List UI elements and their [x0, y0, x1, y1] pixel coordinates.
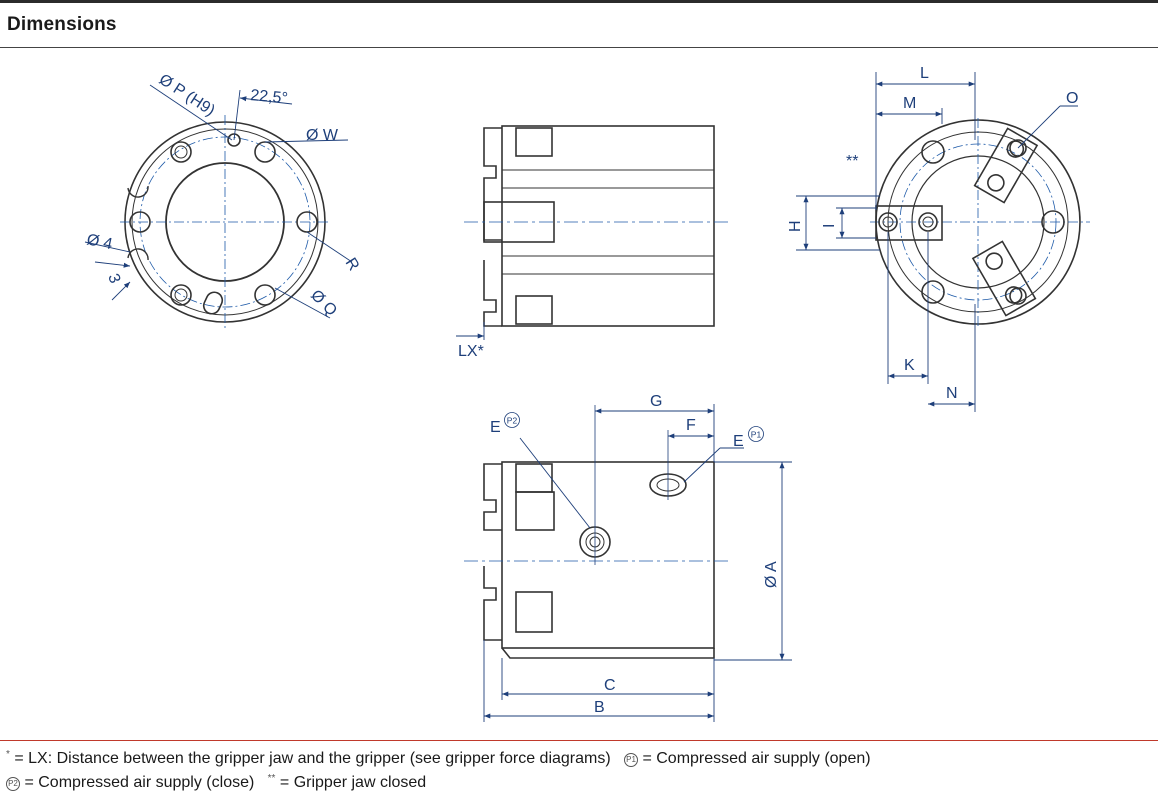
footnote-line-1: * = LX: Distance between the gripper jaw… — [6, 745, 871, 769]
front-face-dimensions — [84, 84, 353, 319]
label-double-star: ** — [846, 153, 858, 170]
footnote-closed: = Gripper jaw closed — [275, 774, 427, 791]
side-view-bottom-dimensions — [483, 404, 792, 722]
back-face-labels: L M O ** H I K N — [787, 65, 1078, 402]
footnote-divider — [0, 740, 1158, 741]
label-d4: Ø 4 — [85, 231, 114, 253]
footnote-star: * — [6, 749, 10, 760]
front-face-view — [120, 115, 330, 328]
section-title: Dimensions — [7, 14, 117, 35]
label-n: N — [946, 385, 958, 402]
label-w: Ø W — [306, 127, 339, 144]
label-q: Ø Q — [307, 287, 340, 320]
label-e-p2: E — [490, 419, 501, 436]
label-c: C — [604, 677, 616, 694]
side-view-bottom — [464, 405, 730, 659]
label-f: F — [686, 417, 696, 434]
label-lx: LX* — [458, 343, 484, 360]
top-rule — [0, 0, 1158, 3]
side-view-top — [464, 125, 730, 327]
label-o: O — [1066, 90, 1078, 107]
back-face-view — [870, 118, 1090, 326]
marker-p1: P1 — [751, 430, 762, 440]
footnote-double-star: ** — [267, 773, 276, 784]
footnote-line-2: P2 = Compressed air supply (close) ** = … — [6, 769, 871, 793]
label-l: L — [920, 65, 929, 82]
footnote-p2-mark: P2 — [6, 777, 20, 791]
title-divider — [0, 47, 1158, 48]
label-h: H — [787, 220, 804, 232]
label-three: 3 — [104, 272, 123, 286]
footnotes: * = LX: Distance between the gripper jaw… — [6, 745, 871, 793]
lx-dimension — [456, 322, 485, 340]
label-e-p1: E — [733, 433, 744, 450]
label-angle: 22,5° — [250, 87, 289, 107]
side-view-bottom-labels: G F E P2 E P1 Ø A C B — [490, 393, 780, 716]
label-m: M — [903, 95, 916, 112]
footnote-p1-mark: P1 — [624, 753, 639, 767]
label-i: I — [821, 224, 838, 228]
label-a: Ø A — [763, 561, 780, 588]
marker-p2: P2 — [507, 416, 518, 426]
label-r: R — [342, 255, 363, 274]
label-k: K — [904, 357, 915, 374]
footnote-lx: = LX: Distance between the gripper jaw a… — [9, 750, 611, 767]
back-face-dimensions — [796, 72, 1078, 412]
technical-drawing: Ø P (H9) 22,5° Ø W R Ø 4 3 Ø Q LX* — [84, 65, 1090, 722]
footnote-p2: = Compressed air supply (close) — [20, 774, 255, 791]
label-b: B — [594, 699, 605, 716]
footnote-p1: = Compressed air supply (open) — [638, 750, 871, 767]
label-g: G — [650, 393, 662, 410]
